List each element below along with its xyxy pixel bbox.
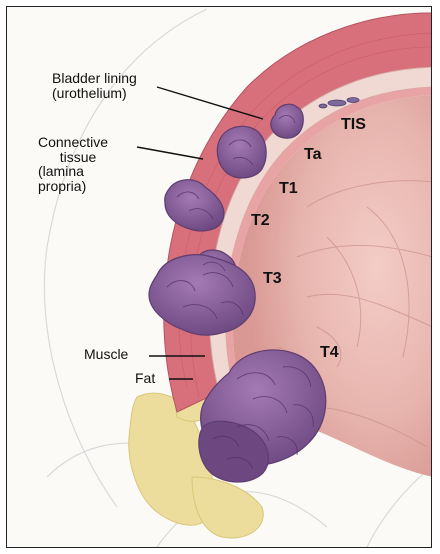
bladder-diagram: Bladder lining (urothelium) Connective t… [6, 6, 432, 548]
stage-label-t2: T2 [251, 213, 270, 230]
stage-label-tis: TIS [341, 117, 366, 134]
label-connective-line1: Connective [38, 135, 108, 150]
tumor-ta [217, 126, 266, 178]
label-bladder-lining-line2: (urothelium) [52, 86, 137, 101]
label-connective-line2: tissue [48, 150, 108, 165]
label-bladder-lining: Bladder lining (urothelium) [52, 71, 137, 100]
stage-label-t3: T3 [263, 271, 282, 288]
label-bladder-lining-line1: Bladder lining [52, 71, 137, 86]
label-connective-line4: propria) [38, 179, 108, 194]
stage-label-t1: T1 [279, 181, 298, 198]
leader-connective [137, 147, 203, 159]
label-muscle: Muscle [84, 347, 128, 362]
stage-label-ta: Ta [304, 147, 321, 164]
stage-label-t4: T4 [320, 345, 339, 362]
label-connective-tissue: Connective tissue (lamina propria) [38, 135, 108, 194]
label-connective-line3: (lamina [38, 164, 108, 179]
label-fat: Fat [135, 371, 155, 386]
